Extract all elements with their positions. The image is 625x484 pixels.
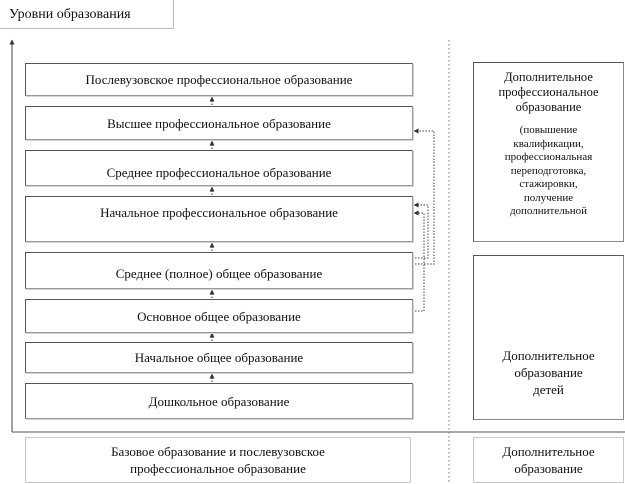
detail-line: переподготовка,: [510, 164, 587, 177]
level-label: Дошкольное образование: [148, 393, 290, 409]
level-box-basic-general: Основное общее образование: [25, 299, 413, 333]
level-label: Высшее профессиональное образование: [107, 115, 331, 131]
bypass-connectors: [412, 128, 435, 312]
detail-line: дополнительной: [509, 205, 588, 217]
detail-line: получение: [523, 191, 574, 204]
children-line: Дополнительное: [502, 348, 595, 363]
caption-line: образование: [514, 461, 583, 476]
level-label: Основное общее образование: [137, 308, 301, 324]
level-box-initial-professional: Начальное профессиональное образование: [25, 196, 413, 242]
detail-line: (повышение: [519, 124, 578, 136]
level-label: Среднее (полное) общее образование: [115, 266, 323, 281]
level-box-higher-professional: Высшее профессиональное образование: [25, 106, 413, 140]
level-label: Среднее профессиональное образование: [106, 164, 332, 180]
level-box-preschool: Дошкольное образование: [25, 383, 413, 419]
additional-professional-details: (повышение квалификации, профессиональна…: [474, 124, 623, 219]
additional-children-panel: Дополнительное образование детей: [473, 255, 624, 420]
detail-line: квалификации,: [513, 137, 584, 150]
detail-line: профессиональная: [504, 151, 593, 163]
diagram-title: Уровни образования: [0, 0, 174, 29]
additional-professional-heading: Дополнительное профессиональное образова…: [474, 70, 623, 115]
additional-education-caption: Дополнительное образование: [473, 437, 624, 483]
caption-line: Базовое образование и послевузовское: [111, 444, 325, 459]
level-label: Послевузовское профессиональное образова…: [85, 72, 353, 87]
level-box-postgraduate: Послевузовское профессиональное образова…: [25, 63, 413, 96]
children-line: детей: [533, 382, 564, 397]
level-box-secondary-general: Среднее (полное) общее образование: [25, 252, 413, 289]
heading-line: профессиональное: [498, 85, 599, 99]
detail-line: стажировки,: [519, 178, 578, 190]
children-line: образование: [514, 365, 583, 380]
heading-line: Дополнительное: [504, 70, 593, 84]
level-label: Начальное общее образование: [134, 350, 304, 365]
level-box-secondary-professional: Среднее профессиональное образование: [25, 150, 413, 186]
base-education-caption: Базовое образование и послевузовское про…: [25, 437, 411, 483]
additional-professional-panel: Дополнительное профессиональное образова…: [473, 62, 624, 242]
level-label: Начальное профессиональное образование: [100, 205, 338, 220]
caption-line: профессиональное образование: [130, 461, 306, 476]
caption-line: Дополнительное: [502, 444, 595, 459]
heading-line: образование: [515, 100, 582, 114]
level-box-primary-general: Начальное общее образование: [25, 342, 413, 373]
